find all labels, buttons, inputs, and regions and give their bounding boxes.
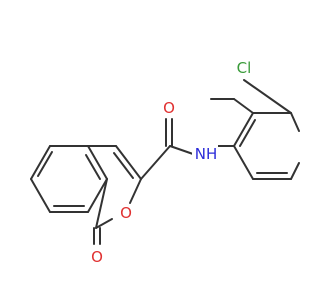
- bond: [30, 145, 51, 180]
- pyranone-ring: [87, 145, 142, 245]
- bond: [30, 178, 51, 213]
- chlorine-label: Cl: [237, 59, 252, 77]
- amide-oxygen-label: O: [163, 99, 175, 117]
- bond: [140, 145, 171, 180]
- chloro-bond: [243, 79, 292, 114]
- molecule-diagram: Cl NH O O O: [30, 58, 300, 267]
- bond: [115, 145, 142, 180]
- double-bond-inner: [37, 151, 53, 177]
- bond: [129, 178, 142, 204]
- label-bg: [118, 204, 134, 224]
- amide-group: [140, 118, 235, 180]
- bond: [87, 178, 108, 213]
- nitrogen-label: NH: [195, 145, 218, 163]
- benzo-ring: [30, 145, 108, 213]
- aryl-ring: [210, 79, 300, 180]
- bond: [95, 218, 113, 229]
- label-bg: [192, 144, 218, 164]
- methyl-bond: [233, 98, 254, 114]
- carbonyl-oxygen-label: O: [91, 248, 103, 266]
- double-bond-inner: [239, 119, 256, 147]
- label-bg: [161, 98, 177, 118]
- label-bg: [232, 58, 256, 78]
- bond: [290, 112, 300, 132]
- double-bond-inner: [113, 152, 134, 179]
- bond: [290, 162, 300, 180]
- label-bg: [89, 247, 105, 267]
- bond: [95, 178, 108, 229]
- double-bond-inner: [85, 154, 101, 180]
- bond: [87, 145, 108, 180]
- bond: [233, 145, 254, 180]
- bond: [233, 112, 254, 147]
- ring-oxygen-label: O: [120, 204, 132, 222]
- bond: [169, 145, 194, 155]
